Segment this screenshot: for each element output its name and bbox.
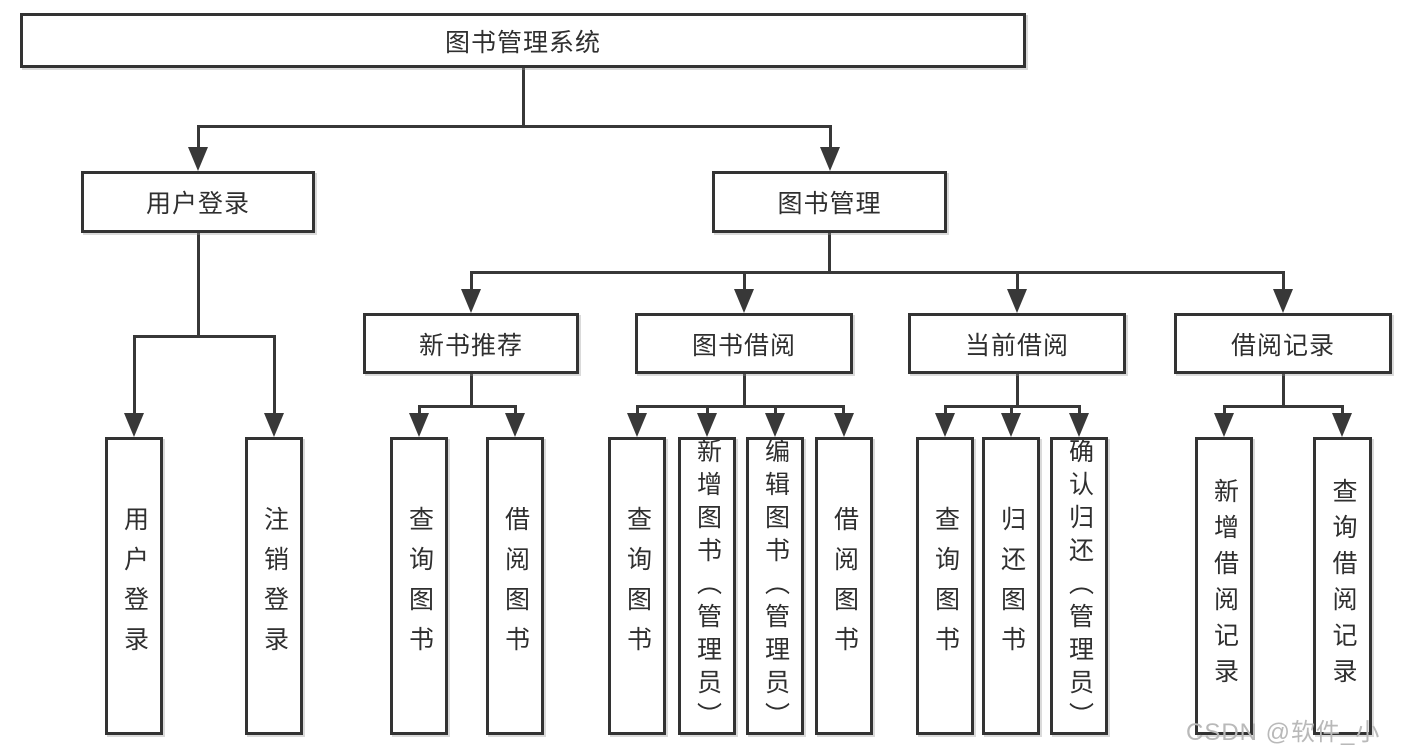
arrow-down-icon [820,147,840,171]
node-label: 新增图书（管理员） [693,437,722,735]
node-leaf-logout: 注销登录 [245,437,303,735]
connector-line [418,405,421,417]
node-leaf-borrow-books-recommend: 借阅图书 [486,437,544,735]
node-leaf-return-books: 归还图书 [982,437,1040,735]
node-label: 当前借阅 [964,331,1069,360]
connector-line [1010,405,1013,417]
connector-line [829,125,832,151]
connector-line [636,405,845,408]
node-leaf-query-books-recommend: 查询图书 [390,437,448,735]
node-label: 查询图书 [405,506,434,666]
arrow-down-icon [409,413,429,437]
node-label: 查询图书 [931,506,960,666]
connector-line [842,405,845,417]
connector-line [522,68,525,127]
node-label: 图书管理 [777,190,882,218]
node-label: 归还图书 [997,506,1026,666]
connector-line [636,405,639,417]
arrow-down-icon [1332,413,1352,437]
arrow-down-icon [765,413,785,437]
node-leaf-add-borrow-record: 新增借阅记录 [1195,437,1253,735]
connector-line [1282,271,1285,293]
connector-line [743,271,746,293]
node-user-login: 用户登录 [81,171,315,233]
connector-line [514,405,517,417]
arrow-down-icon [188,147,208,171]
node-label: 用户登录 [145,190,250,218]
connector-line [470,374,473,407]
node-book-management: 图书管理 [712,171,947,233]
connector-line [1016,271,1019,293]
arrow-down-icon [1273,289,1293,313]
node-current-borrowing: 当前借阅 [908,313,1126,374]
node-label: 确认归还（管理员） [1065,437,1094,735]
connector-line [133,335,136,417]
connector-line [197,125,200,151]
arrow-down-icon [627,413,647,437]
connector-line [470,271,473,293]
connector-line [706,405,709,417]
node-borrowing-records: 借阅记录 [1174,313,1392,374]
node-label: 注销登录 [260,506,289,666]
node-new-book-recommend: 新书推荐 [363,313,579,374]
node-leaf-add-books-admin: 新增图书（管理员） [678,437,736,735]
connector-line [418,405,517,408]
connector-line [944,405,947,417]
arrow-down-icon [935,413,955,437]
node-leaf-query-books-borrowing: 查询图书 [608,437,666,735]
node-book-borrowing: 图书借阅 [635,313,853,374]
arrow-down-icon [505,413,525,437]
connector-line [197,125,832,128]
node-label: 新书推荐 [418,331,523,360]
arrow-down-icon [697,413,717,437]
node-leaf-user-login: 用户登录 [105,437,163,735]
connector-line [1223,405,1226,417]
node-label: 查询图书 [623,506,652,666]
watermark: CSDN @软件_小贺同学 [1186,719,1381,746]
node-label: 新增借阅记录 [1210,478,1239,694]
node-label: 图书借阅 [691,331,796,360]
arrow-down-icon [461,289,481,313]
connector-line [1341,405,1344,417]
arrow-down-icon [1214,413,1234,437]
connector-line [743,374,746,407]
node-leaf-query-borrow-record: 查询借阅记录 [1313,437,1372,735]
arrow-down-icon [834,413,854,437]
node-label: 借阅记录 [1230,331,1335,360]
connector-line [1282,374,1285,407]
connector-line [1078,405,1081,417]
node-label: 编辑图书（管理员） [761,437,790,735]
connector-line [774,405,777,417]
connector-line [1016,374,1019,407]
connector-line [197,233,200,337]
node-leaf-edit-books-admin: 编辑图书（管理员） [746,437,804,735]
arrow-down-icon [264,413,284,437]
node-label: 借阅图书 [830,506,859,666]
node-root: 图书管理系统 [20,13,1026,68]
connector-line [470,271,1284,274]
node-leaf-confirm-return-admin: 确认归还（管理员） [1050,437,1108,735]
node-leaf-query-books-current: 查询图书 [916,437,974,735]
node-label: 查询借阅记录 [1329,478,1357,694]
node-label: 借阅图书 [501,506,530,666]
arrow-down-icon [1001,413,1021,437]
arrow-down-icon [124,413,144,437]
node-leaf-borrow-books-borrowing: 借阅图书 [815,437,873,735]
arrow-down-icon [734,289,754,313]
connector-line [828,233,831,274]
connector-line [133,335,276,338]
arrow-down-icon [1007,289,1027,313]
arrow-down-icon [1069,413,1089,437]
node-label: 图书管理系统 [444,28,601,57]
connector-line [1223,405,1344,408]
node-label: 用户登录 [120,506,149,666]
connector-line [273,335,276,417]
